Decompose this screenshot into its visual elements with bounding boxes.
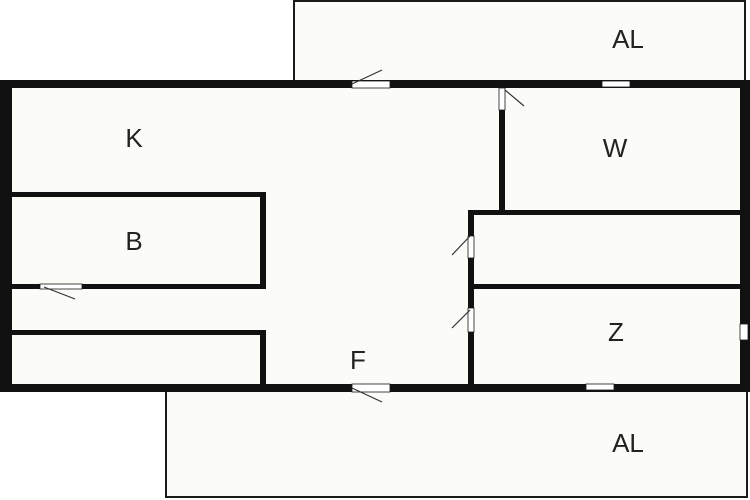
floor-area [2, 81, 747, 389]
door-swing-bath [43, 286, 76, 300]
door-opening-top [351, 80, 391, 89]
door-swing-storage [451, 309, 471, 329]
interior-walls [10, 88, 744, 388]
balcony-bottom [165, 388, 748, 498]
door-opening-wardrobe [498, 87, 506, 111]
door-swing-top [351, 69, 383, 85]
room-label-balcony-bottom: AL [612, 428, 644, 458]
openings [39, 80, 749, 393]
window-top-right [601, 80, 631, 88]
room-label-wardrobe: W [603, 133, 628, 163]
room-label-kitchen: K [125, 123, 143, 153]
room-label-bath: B [125, 226, 142, 256]
room-label-storage: Z [608, 317, 624, 347]
door-swing-upper-right [451, 235, 471, 256]
door-opening-storage [467, 307, 475, 333]
door-swing-bottom [351, 387, 383, 403]
room-label-balcony-top: AL [612, 24, 644, 54]
window-bottom-right [585, 383, 615, 391]
room-label-hall: F [350, 345, 366, 375]
door-opening-upper-right [467, 235, 475, 259]
balcony-top [293, 0, 746, 84]
window-right [739, 323, 749, 341]
door-swing-wardrobe [504, 89, 525, 107]
door-swings [43, 69, 525, 403]
door-opening-bath [39, 283, 83, 290]
